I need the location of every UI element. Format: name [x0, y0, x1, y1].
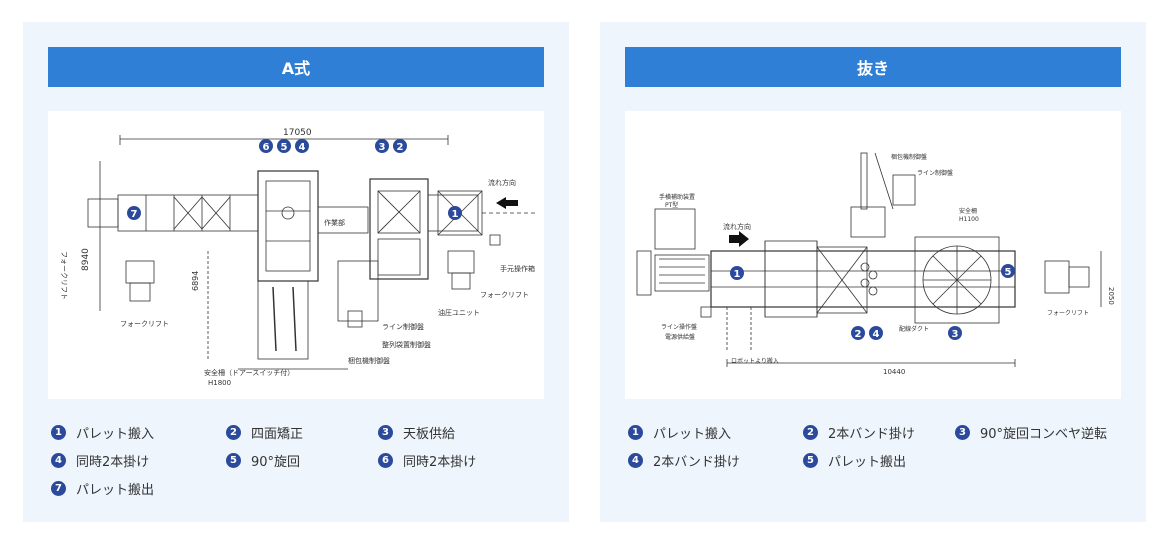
- label-hand-panel: 手元操作箱: [500, 264, 535, 273]
- legend-item: 3 天板供給: [378, 422, 455, 442]
- marker-3: 3: [375, 139, 389, 153]
- legend-text: パレット搬出: [828, 454, 907, 470]
- label-line-op: ライン操作盤: [661, 323, 697, 331]
- marker-4: 4: [295, 139, 309, 153]
- legend-item: 2 四面矯正: [226, 422, 303, 442]
- legend-number: 2: [803, 424, 818, 440]
- legend-number: 1: [51, 424, 66, 440]
- svg-text:5: 5: [281, 142, 288, 153]
- legend-number: 3: [378, 424, 393, 440]
- legend-number: 4: [51, 452, 66, 468]
- marker-1: 1: [448, 206, 462, 220]
- legend-text: パレット搬入: [76, 426, 155, 442]
- legend-number: 4: [628, 452, 643, 468]
- svg-text:1: 1: [734, 269, 741, 280]
- svg-text:4: 4: [299, 142, 306, 153]
- svg-text:1: 1: [452, 209, 459, 220]
- label-bag-panel: 整列袋置制御盤: [382, 340, 431, 349]
- label-robot: ロボットより搬入: [731, 357, 779, 365]
- panel-title: A式: [48, 47, 544, 87]
- drawing-svg: 17050 8940 フォークリフト 作業部: [60, 128, 538, 387]
- legend-text: パレット搬出: [76, 482, 155, 498]
- legend-number: 2: [226, 424, 241, 440]
- svg-text:2: 2: [855, 329, 862, 340]
- legend-text: 2本バンド掛け: [828, 426, 915, 442]
- legend-item: 6 同時2本掛け: [378, 450, 476, 470]
- marker-1: 1: [730, 266, 744, 280]
- label-forklift-left: フォークリフト: [60, 251, 68, 300]
- dim-mid: 6894: [191, 271, 200, 291]
- svg-text:7: 7: [131, 209, 138, 220]
- label-safety-fence: 安全柵（ドアースイッチ付）: [204, 368, 294, 377]
- dim-bottom: 10440: [883, 368, 905, 376]
- label-flow: 流れ方向: [488, 178, 516, 187]
- svg-text:5: 5: [1005, 267, 1012, 278]
- marker-6: 6: [259, 139, 273, 153]
- legend-text: 2本バンド掛け: [653, 454, 740, 470]
- panel-a-type: A式 17050 8940 フォークリフト 作業部: [23, 22, 569, 522]
- legend-number: 6: [378, 452, 393, 468]
- marker-5: 5: [277, 139, 291, 153]
- dim-left: 8940: [81, 248, 91, 271]
- label-pt-type: PT型: [665, 201, 678, 209]
- label-duct: 配線ダクト: [899, 325, 929, 333]
- marker-5: 5: [1001, 264, 1015, 278]
- legend-text: 天板供給: [403, 426, 456, 442]
- legend-number: 3: [955, 424, 970, 440]
- label-work-area: 作業部: [324, 218, 345, 227]
- label-pt-device: 手横補助装置: [659, 193, 695, 201]
- legend-item: 4 2本バンド掛け: [628, 450, 740, 470]
- panel-title: 抜き: [625, 47, 1121, 87]
- label-forklift-right: フォークリフト: [480, 291, 529, 299]
- legend-item: 2 2本バンド掛け: [803, 422, 915, 442]
- legend-text: パレット搬入: [653, 426, 732, 442]
- label-line-panel: ライン制御盤: [917, 169, 953, 177]
- layout-drawing-nuki: 梱包機制御盤 ライン制御盤 手横補助装置 PT型 流れ方向: [625, 111, 1121, 399]
- svg-text:4: 4: [873, 329, 880, 340]
- legend-text: 四面矯正: [251, 426, 304, 442]
- label-fence-height: H1800: [208, 379, 231, 387]
- svg-text:2: 2: [397, 142, 404, 153]
- label-hydraulic: 油圧ユニット: [438, 308, 480, 317]
- svg-text:3: 3: [379, 142, 386, 153]
- label-pack-panel: 梱包機制御盤: [348, 356, 390, 365]
- label-power-panel: 電源供給盤: [665, 333, 695, 341]
- legend-item: 1 パレット搬入: [51, 422, 154, 442]
- label-forklift-bottom: フォークリフト: [120, 320, 169, 328]
- legend-item: 7 パレット搬出: [51, 478, 154, 498]
- legend-number: 5: [803, 452, 818, 468]
- legend-number: 5: [226, 452, 241, 468]
- legend-item: 5 90°旋回: [226, 450, 300, 470]
- drawing-svg: 梱包機制御盤 ライン制御盤 手横補助装置 PT型 流れ方向: [636, 152, 1115, 376]
- label-fence-height: H1100: [959, 216, 979, 223]
- marker-4: 4: [869, 326, 883, 340]
- legend-item: 5 パレット搬出: [803, 450, 906, 470]
- svg-text:6: 6: [263, 142, 270, 153]
- legend-text: 同時2本掛け: [403, 454, 477, 470]
- label-forklift: フォークリフト: [1047, 310, 1089, 317]
- panel-nuki: 抜き 梱包機制御盤 ライン制御盤 手横補助装置 PT型 流れ方向: [600, 22, 1146, 522]
- layout-drawing-a: 17050 8940 フォークリフト 作業部: [48, 111, 544, 399]
- marker-3: 3: [948, 326, 962, 340]
- legend-text: 90°旋回: [251, 454, 301, 470]
- legend-item: 1 パレット搬入: [628, 422, 731, 442]
- legend-text: 90°旋回コンベヤ逆転: [980, 426, 1108, 442]
- label-safety-fence: 安全柵: [959, 207, 977, 215]
- legend-number: 1: [628, 424, 643, 440]
- legend-item: 4 同時2本掛け: [51, 450, 149, 470]
- legend-item: 3 90°旋回コンベヤ逆転: [955, 422, 1107, 442]
- label-flow: 流れ方向: [723, 222, 751, 231]
- dim-right: 2050: [1107, 287, 1115, 305]
- label-pack-panel: 梱包機制御盤: [891, 153, 927, 161]
- legend-text: 同時2本掛け: [76, 454, 150, 470]
- marker-2: 2: [393, 139, 407, 153]
- label-line-panel: ライン制御盤: [382, 322, 424, 331]
- svg-text:3: 3: [952, 329, 959, 340]
- legend-number: 7: [51, 480, 66, 496]
- marker-2: 2: [851, 326, 865, 340]
- dim-top: 17050: [283, 128, 312, 138]
- marker-7: 7: [127, 206, 141, 220]
